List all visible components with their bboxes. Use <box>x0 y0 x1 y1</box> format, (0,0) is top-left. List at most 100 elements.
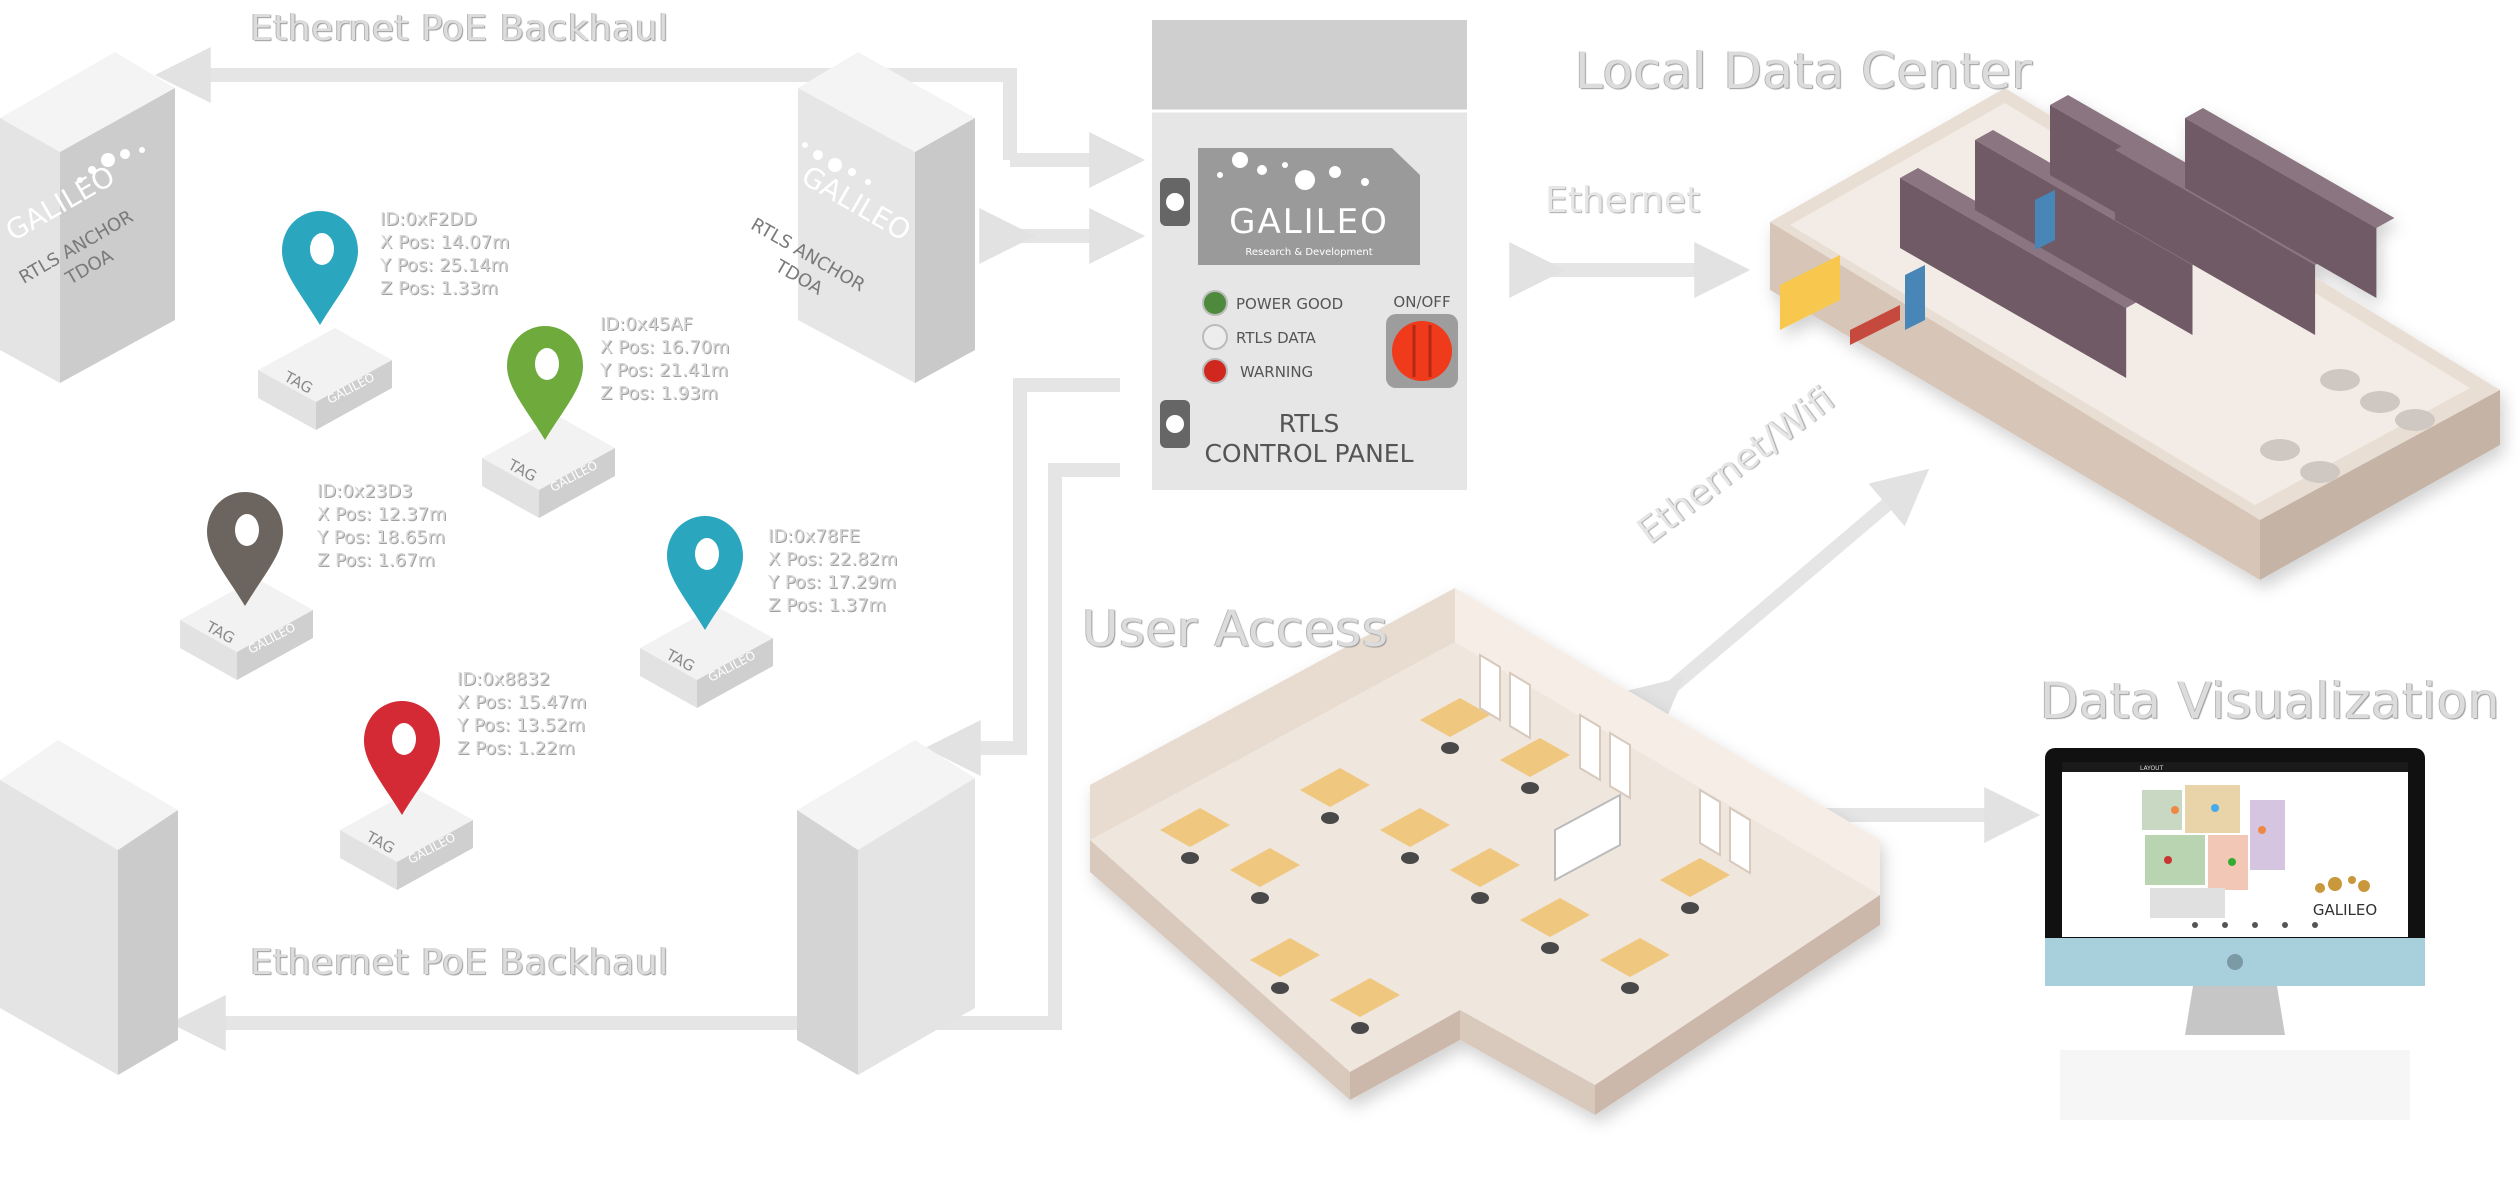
office-chair <box>1541 942 1559 954</box>
connection-arrows <box>154 47 2041 1051</box>
indicator-label: WARNING <box>1240 363 1313 381</box>
label-user-access: User Access <box>1082 600 1389 658</box>
server-row-side <box>1975 140 2193 335</box>
tag-bases <box>180 328 773 890</box>
tag-x-pos: X Pos: 12.37m <box>317 504 447 525</box>
office-chair <box>1181 852 1199 864</box>
office-desk <box>1600 938 1670 977</box>
data-visualization-monitor <box>2045 748 2425 1120</box>
monitor-floorplan <box>2142 785 2285 918</box>
office-chair <box>1321 812 1339 824</box>
tag-z-pos: Z Pos: 1.37m <box>768 595 887 616</box>
label-poe-backhaul-bottom: Ethernet PoE Backhaul <box>250 942 669 983</box>
tag-base-4 <box>640 606 773 708</box>
anchor-stars-left <box>77 147 145 183</box>
tag-y-pos: Y Pos: 25.14m <box>380 255 509 276</box>
tag-id: ID:0x23D3 <box>317 481 413 502</box>
location-pin-icon <box>667 516 743 630</box>
anchor-box-bottom-left <box>0 740 178 1075</box>
monitor-brand-dots <box>2315 876 2370 893</box>
monitor-toolbar-icons <box>2192 922 2318 928</box>
tag-x-pos: X Pos: 16.70m <box>600 337 730 358</box>
indicator-label: POWER GOOD <box>1236 295 1343 313</box>
office-chair <box>1271 982 1289 994</box>
tag-readout: ID:0x45AF X Pos: 16.70m Y Pos: 21.41m Z … <box>600 313 730 405</box>
arrow-panel-to-anchor3 <box>924 378 1120 776</box>
arrow-poe-top <box>154 47 1017 160</box>
panel-title-line2: CONTROL PANEL <box>1204 439 1413 468</box>
office-chair <box>1621 982 1639 994</box>
office-desk <box>1230 848 1300 887</box>
office-desk <box>1380 808 1450 847</box>
office-desk <box>1420 698 1490 737</box>
anchor-stars-right <box>802 142 871 185</box>
office-desk <box>1330 978 1400 1017</box>
label-ethernet: Ethernet <box>1545 180 1701 221</box>
tag-id: ID:0x78FE <box>768 526 860 547</box>
local-data-center-illustration <box>1770 88 2500 580</box>
tag-z-pos: Z Pos: 1.67m <box>317 550 436 571</box>
office-windows <box>1479 653 1751 875</box>
server-row-top <box>1900 168 2145 308</box>
server-row-side <box>2115 150 2316 335</box>
indicator-light <box>1202 358 1228 384</box>
arrow-ethernet-wifi <box>1623 468 1930 735</box>
tag-base-5 <box>340 788 473 890</box>
tag-pins <box>207 211 743 815</box>
office-desk <box>1520 898 1590 937</box>
tag-y-pos: Y Pos: 18.65m <box>317 527 446 548</box>
location-pin-icon <box>507 326 583 440</box>
indicator-light <box>1202 324 1228 350</box>
office-desk <box>1450 848 1520 887</box>
anchor-box-top-left <box>0 52 175 383</box>
office-chair <box>1441 742 1459 754</box>
panel-brand-subtitle: Research & Development <box>1245 247 1372 258</box>
tag-y-pos: Y Pos: 13.52m <box>457 715 586 736</box>
tag-y-pos: Y Pos: 21.41m <box>600 360 729 381</box>
server-row-side <box>1900 178 2127 378</box>
panel-title-line1: RTLS <box>1279 409 1340 438</box>
office-chair <box>1401 852 1419 864</box>
rtls-control-panel <box>1152 20 1467 490</box>
user-access-office-illustration <box>1090 588 1880 1115</box>
office-chair <box>1681 902 1699 914</box>
tag-z-pos: Z Pos: 1.33m <box>380 278 499 299</box>
panel-brand-plate <box>1198 148 1420 265</box>
server-row-top <box>2185 108 2395 228</box>
tag-readout: ID:0x23D3 X Pos: 12.37m Y Pos: 18.65m Z … <box>317 480 447 572</box>
anchor-box-bottom-right <box>797 740 975 1075</box>
location-pin-icon <box>364 701 440 815</box>
tag-base-2 <box>482 416 615 518</box>
tag-x-pos: X Pos: 22.82m <box>768 549 898 570</box>
office-chair <box>1351 1022 1369 1034</box>
office-chair <box>1251 892 1269 904</box>
anchor-box-top-right <box>798 52 975 383</box>
on-off-switch <box>1392 321 1452 381</box>
tag-id: ID:0x8832 <box>457 669 551 690</box>
location-pin-icon <box>282 211 358 325</box>
office-chair <box>1471 892 1489 904</box>
tag-z-pos: Z Pos: 1.93m <box>600 383 719 404</box>
tag-x-pos: X Pos: 15.47m <box>457 692 587 713</box>
office-desk <box>1300 768 1370 807</box>
office-desk <box>1500 738 1570 777</box>
server-row-side <box>2185 118 2377 298</box>
tag-x-pos: X Pos: 14.07m <box>380 232 510 253</box>
arrow-poe-bottom <box>169 463 1120 1051</box>
indicator-label: RTLS DATA <box>1236 329 1317 347</box>
tag-readout: ID:0x8832 X Pos: 15.47m Y Pos: 13.52m Z … <box>457 668 587 760</box>
hvac-units <box>2260 369 2435 483</box>
monitor-nav-label: LAYOUT <box>2140 765 2164 772</box>
tag-z-pos: Z Pos: 1.22m <box>457 738 576 759</box>
office-desk <box>1160 808 1230 847</box>
panel-brand: GALILEO <box>1229 202 1389 242</box>
panel-brand-stars <box>1217 152 1369 190</box>
indicator-light <box>1202 290 1228 316</box>
office-chair <box>1521 782 1539 794</box>
office-desk <box>1250 938 1320 977</box>
tag-y-pos: Y Pos: 17.29m <box>768 572 897 593</box>
monitor-brand: GALILEO <box>2313 901 2377 919</box>
tag-readout: ID:0xF2DD X Pos: 14.07m Y Pos: 25.14m Z … <box>380 208 510 300</box>
